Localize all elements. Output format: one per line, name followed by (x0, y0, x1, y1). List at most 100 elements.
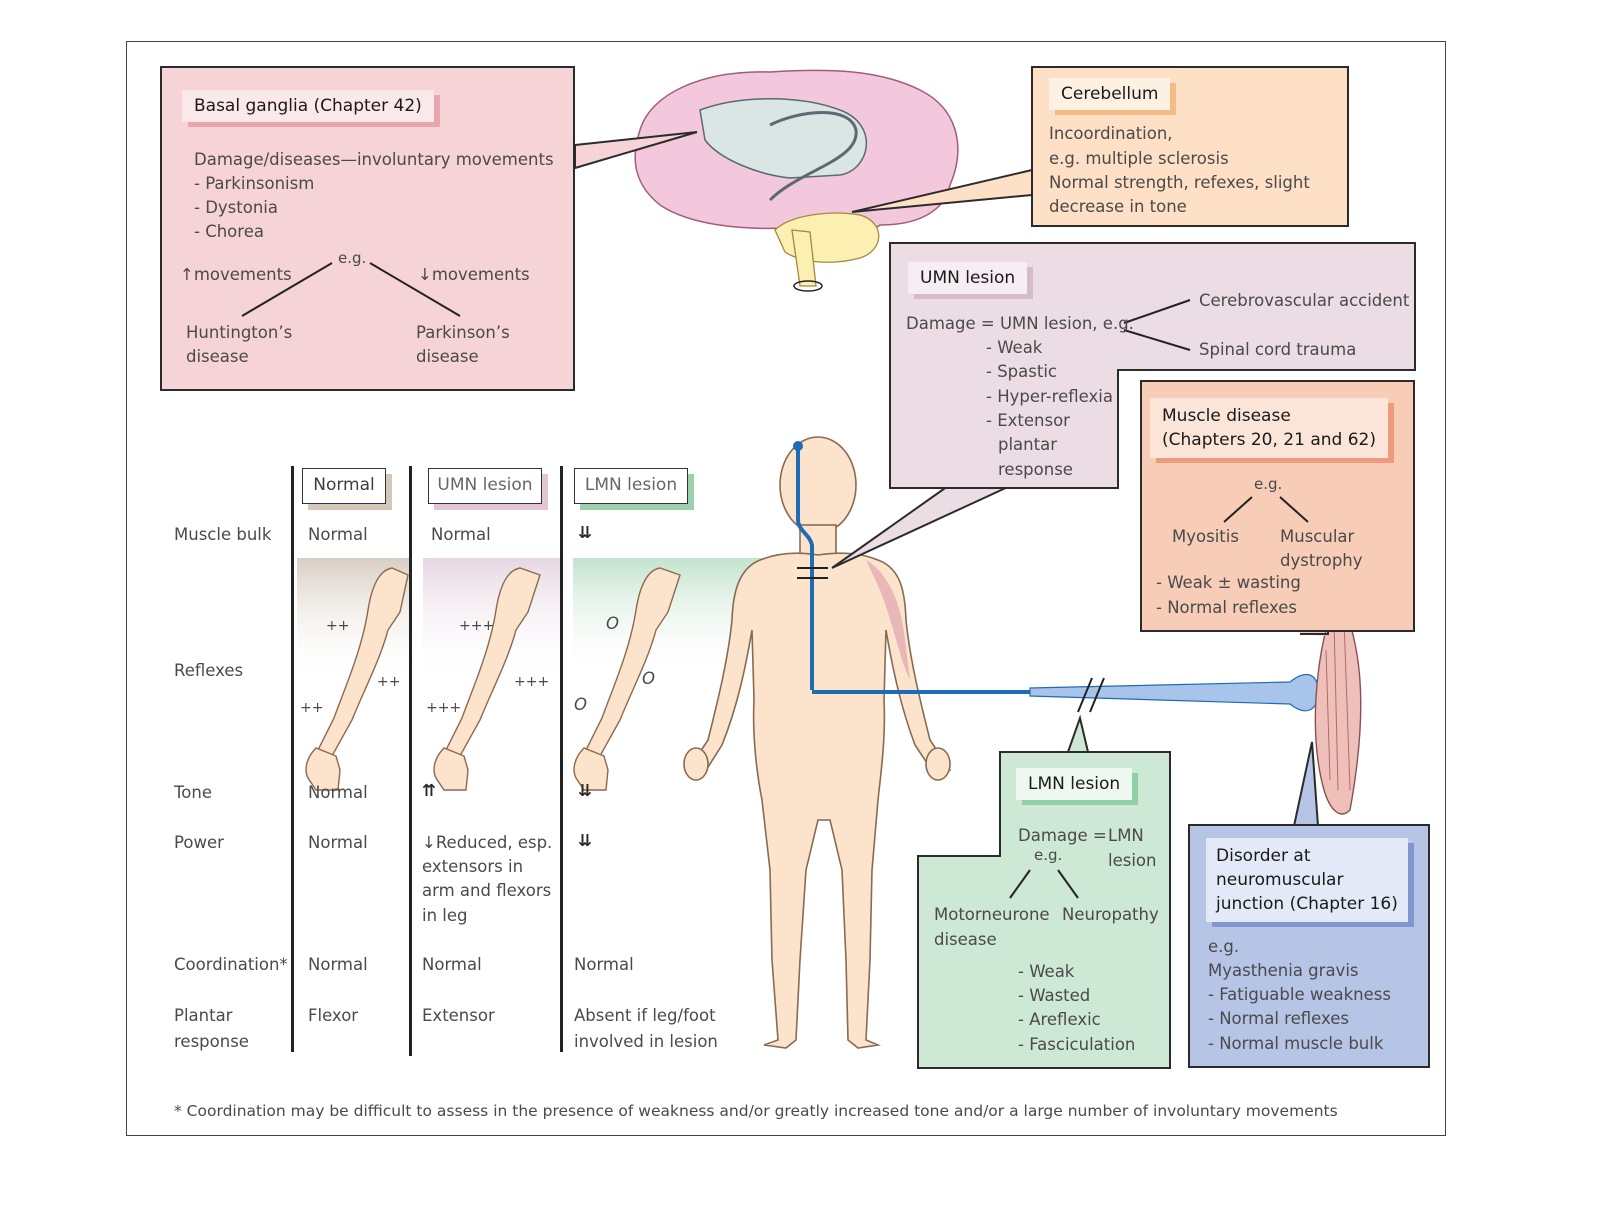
lmn-bulk: ⇊ (578, 523, 592, 542)
table-divider-2 (409, 466, 412, 1056)
table-divider-1 (291, 466, 294, 1052)
umn-box-title: UMN lesion (908, 262, 1028, 294)
umn-power-1: ↓Reduced, esp. (422, 833, 553, 852)
col-head-umn: UMN lesion (428, 468, 542, 504)
lmn-sign-2: - Wasted (1018, 986, 1091, 1005)
huntington-line-2: disease (186, 347, 249, 366)
basal-ganglia-title: Basal ganglia (Chapter 42) (182, 90, 434, 122)
col-head-normal: Normal (302, 468, 386, 504)
basal-pointer (574, 131, 698, 170)
cerebellum-line-2: e.g. multiple sclerosis (1049, 149, 1229, 168)
normal-reflex-3: ++ (300, 700, 324, 716)
umn-sign-2: - Spastic (986, 362, 1057, 381)
umn-damage: Damage = UMN lesion, e.g. (906, 314, 1134, 333)
umn-tone: ⇈ (422, 781, 436, 800)
lmn-damage-3: lesion (1108, 851, 1157, 870)
nmj-title-line-2: neuromuscular (1216, 870, 1344, 890)
umn-reflex-3: +++ (426, 700, 462, 716)
row-label-tone: Tone (174, 783, 212, 802)
brain (634, 69, 959, 292)
dystrophy-line: dystrophy (1280, 551, 1363, 570)
nmj-line-1: e.g. (1208, 937, 1240, 956)
muscle-disease-box: Muscle disease (Chapters 20, 21 and 62) … (1140, 380, 1415, 632)
cerebellum-title: Cerebellum (1049, 78, 1171, 110)
up-movements: ↑movements (180, 265, 292, 284)
umn-power-2: extensors in (422, 857, 524, 876)
row-label-plantar-1: Plantar (174, 1006, 233, 1025)
umn-power-4: in leg (422, 906, 468, 925)
lmn-reflex-2: O (642, 669, 655, 688)
basal-line-3: - Dystonia (194, 198, 278, 217)
nmj-title-line-3: junction (Chapter 16) (1216, 894, 1398, 914)
muscle-sign-1: - Weak ± wasting (1156, 573, 1301, 592)
lmn-plantar-1: Absent if leg/foot (574, 1006, 716, 1025)
muscle-disease-title: Muscle disease (Chapters 20, 21 and 62) (1150, 398, 1388, 458)
basal-line-2: - Parkinsonism (194, 174, 315, 193)
lmn-plantar-2: involved in lesion (574, 1032, 718, 1051)
nmj-title: Disorder at neuromuscular junction (Chap… (1206, 838, 1408, 922)
muscle-title-line-1: Muscle disease (1162, 406, 1291, 426)
muscle-sign-2: - Normal reflexes (1156, 598, 1297, 617)
row-label-plantar-2: response (174, 1032, 249, 1051)
lmn-sign-1: - Weak (1018, 962, 1075, 981)
cerebellum-box: Cerebellum Incoordination, e.g. multiple… (1031, 66, 1349, 227)
nmj-line-3: - Fatiguable weakness (1208, 985, 1391, 1004)
lmn-reflex-3: O (574, 695, 587, 714)
parkinson-line-2: disease (416, 347, 479, 366)
lmn-example-1: Motorneurone (934, 905, 1050, 924)
normal-power: Normal (308, 833, 368, 852)
figure-frame (126, 41, 1446, 1136)
umn-coordination: Normal (422, 955, 482, 974)
lmn-power: ⇊ (578, 831, 592, 850)
basal-ganglia-box: Basal ganglia (Chapter 42) Damage/diseas… (160, 66, 575, 391)
row-label-reflexes: Reflexes (174, 661, 244, 680)
umn-reflex-1: +++ (459, 618, 495, 634)
lmn-damage-2: LMN (1108, 826, 1144, 845)
row-label-bulk: Muscle bulk (174, 525, 272, 544)
muscle-eg: e.g. (1254, 475, 1283, 493)
table-divider-3 (560, 466, 563, 1052)
lmn-tone: ⇊ (578, 781, 592, 800)
row-label-power: Power (174, 833, 224, 852)
normal-reflex-1: ++ (326, 618, 350, 634)
umn-reflex-2: +++ (514, 674, 550, 690)
umn-sign-3: - Hyper-reflexia (986, 387, 1113, 406)
down-movements: ↓movements (418, 265, 530, 284)
umn-plantar: Extensor (422, 1006, 495, 1025)
lmn-sign-3: - Areflexic (1018, 1010, 1101, 1029)
cerebellum-line-4: decrease in tone (1049, 197, 1187, 216)
nmj-title-line-1: Disorder at (1216, 846, 1311, 866)
umn-power-3: arm and flexors (422, 881, 552, 900)
lmn-example-2: Neuropathy (1062, 905, 1159, 924)
huntington-line-1: Huntington’s (186, 323, 293, 342)
row-label-coordination: Coordination* (174, 955, 288, 974)
lmn-box-title: LMN lesion (1016, 768, 1133, 800)
umn-sign-6: response (998, 460, 1073, 479)
nmj-box: Disorder at neuromuscular junction (Chap… (1188, 824, 1430, 1068)
normal-bulk: Normal (308, 525, 368, 544)
col-head-lmn: LMN lesion (574, 468, 688, 504)
lmn-sign-4: - Fasciculation (1018, 1035, 1136, 1054)
muscle-title-line-2: (Chapters 20, 21 and 62) (1162, 430, 1376, 450)
basal-line-4: - Chorea (194, 222, 264, 241)
parkinson-line-1: Parkinson’s (416, 323, 510, 342)
lmn-reflex-1: O (606, 614, 619, 633)
umn-sign-1: - Weak (986, 338, 1043, 357)
basal-eg: e.g. (338, 249, 367, 267)
cortex-neuron (793, 441, 803, 451)
normal-plantar: Flexor (308, 1006, 359, 1025)
lmn-arm (573, 567, 681, 791)
muscle-branch-lines (1223, 496, 1309, 523)
nmj-line-2: Myasthenia gravis (1208, 961, 1359, 980)
myositis: Myositis (1172, 527, 1239, 546)
muscle (1314, 588, 1362, 815)
umn-cause-2: Spinal cord trauma (1199, 340, 1357, 359)
lmn-coordination: Normal (574, 955, 634, 974)
umn-sign-4: - Extensor (986, 411, 1070, 430)
muscular-line: Muscular (1280, 527, 1355, 546)
umn-bulk: Normal (431, 525, 491, 544)
nmj-line-4: - Normal reflexes (1208, 1009, 1349, 1028)
normal-tone: Normal (308, 783, 368, 802)
